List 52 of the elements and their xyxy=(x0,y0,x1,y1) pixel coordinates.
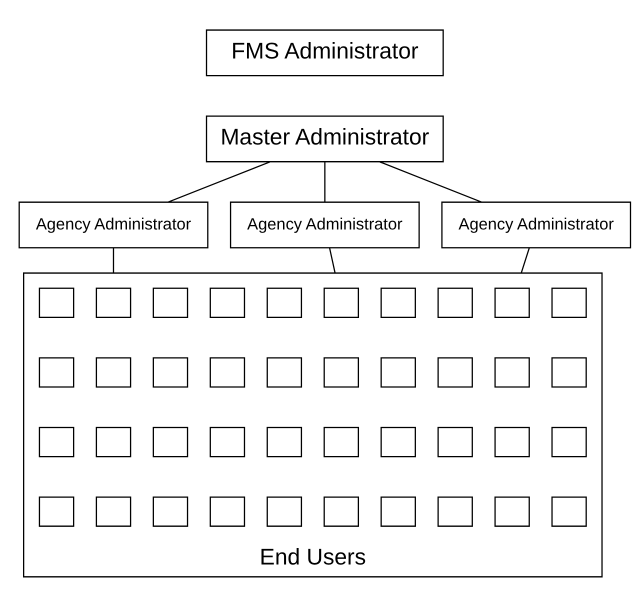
connector xyxy=(328,247,336,273)
node-box xyxy=(494,426,530,457)
node-box xyxy=(324,287,360,318)
node-box xyxy=(96,496,132,526)
node-box xyxy=(210,287,246,318)
node-box xyxy=(551,356,587,388)
node-box: Agency Administrator xyxy=(441,201,632,248)
node-box xyxy=(324,356,360,388)
node-box xyxy=(437,426,473,457)
node-box xyxy=(96,287,132,318)
node-box xyxy=(210,356,246,388)
node-box xyxy=(210,496,246,526)
node-box xyxy=(266,496,302,526)
connector xyxy=(324,162,326,202)
node-box xyxy=(96,426,132,457)
node-box xyxy=(96,356,132,388)
node-box xyxy=(380,426,416,457)
node-box xyxy=(380,496,416,526)
connector xyxy=(168,160,270,202)
node-box xyxy=(437,356,473,388)
node-box xyxy=(551,426,587,457)
node-box xyxy=(152,356,188,388)
node-box xyxy=(380,287,416,318)
node-box xyxy=(551,496,587,526)
node-box xyxy=(494,287,530,318)
node-box xyxy=(38,496,74,526)
node-box xyxy=(266,356,302,388)
node-box xyxy=(324,496,360,526)
node-box: Agency Administrator xyxy=(18,201,208,248)
node-box xyxy=(494,356,530,388)
node-box: Master Administrator xyxy=(206,115,444,162)
node-box xyxy=(437,496,473,526)
connector xyxy=(520,247,530,273)
node-box xyxy=(494,496,530,526)
node-box xyxy=(551,287,587,318)
node-box xyxy=(210,426,246,457)
node-box xyxy=(266,426,302,457)
node-box xyxy=(380,356,416,388)
node-box xyxy=(437,287,473,318)
connector xyxy=(380,160,482,202)
node-box xyxy=(38,356,74,388)
node-box xyxy=(324,426,360,457)
node-box xyxy=(152,287,188,318)
node-box: FMS Administrator xyxy=(206,28,444,76)
node-box xyxy=(152,426,188,457)
node-box xyxy=(38,287,74,318)
node-box: Agency Administrator xyxy=(230,201,420,248)
node-box xyxy=(152,496,188,526)
cluster: End Users xyxy=(23,272,603,577)
node-box xyxy=(266,287,302,318)
node-box xyxy=(38,426,74,457)
connector xyxy=(112,248,114,273)
